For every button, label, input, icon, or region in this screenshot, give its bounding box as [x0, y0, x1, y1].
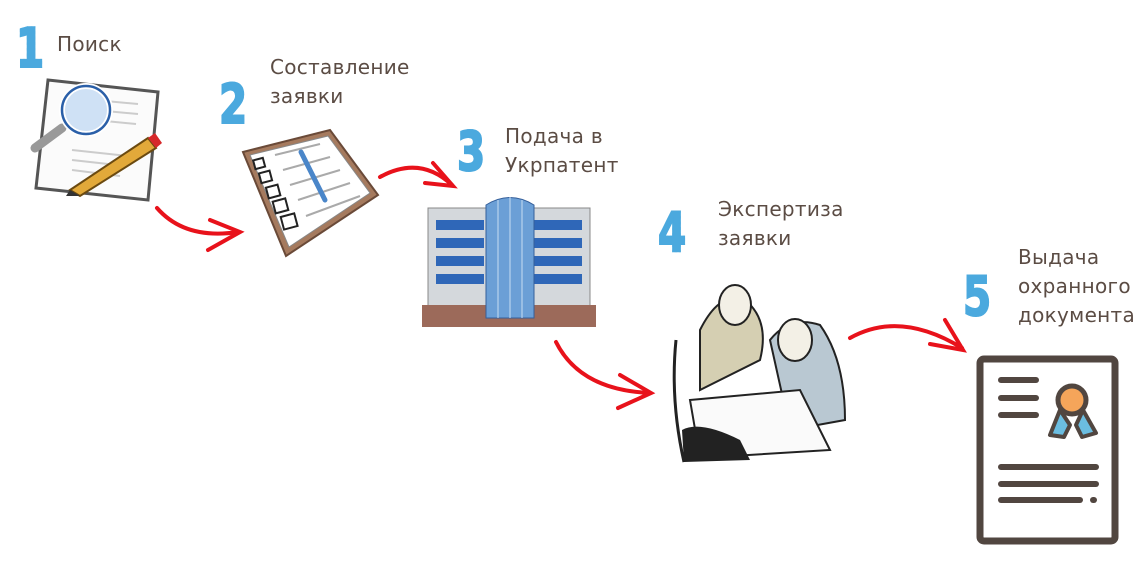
- step-5-number: 5: [962, 265, 992, 328]
- step-1-number: 1: [15, 17, 45, 80]
- clipboard-checklist-icon: [241, 128, 380, 258]
- step-4-number: 4: [657, 201, 687, 264]
- arrow-step4-to-step5: [848, 318, 967, 353]
- step-2-number: 2: [218, 73, 248, 136]
- arrow-step1-to-step2: [155, 206, 245, 252]
- step-3-number: 3: [456, 120, 486, 183]
- experts-reviewing-icon: [672, 284, 847, 466]
- office-building-icon: [422, 197, 596, 327]
- certificate-document-icon: [976, 355, 1119, 545]
- arrow-step2-to-step3: [378, 161, 458, 189]
- step-1-label: Поиск: [57, 32, 122, 56]
- arrow-step3-to-step4: [554, 340, 656, 410]
- search-document-icon: [30, 78, 162, 202]
